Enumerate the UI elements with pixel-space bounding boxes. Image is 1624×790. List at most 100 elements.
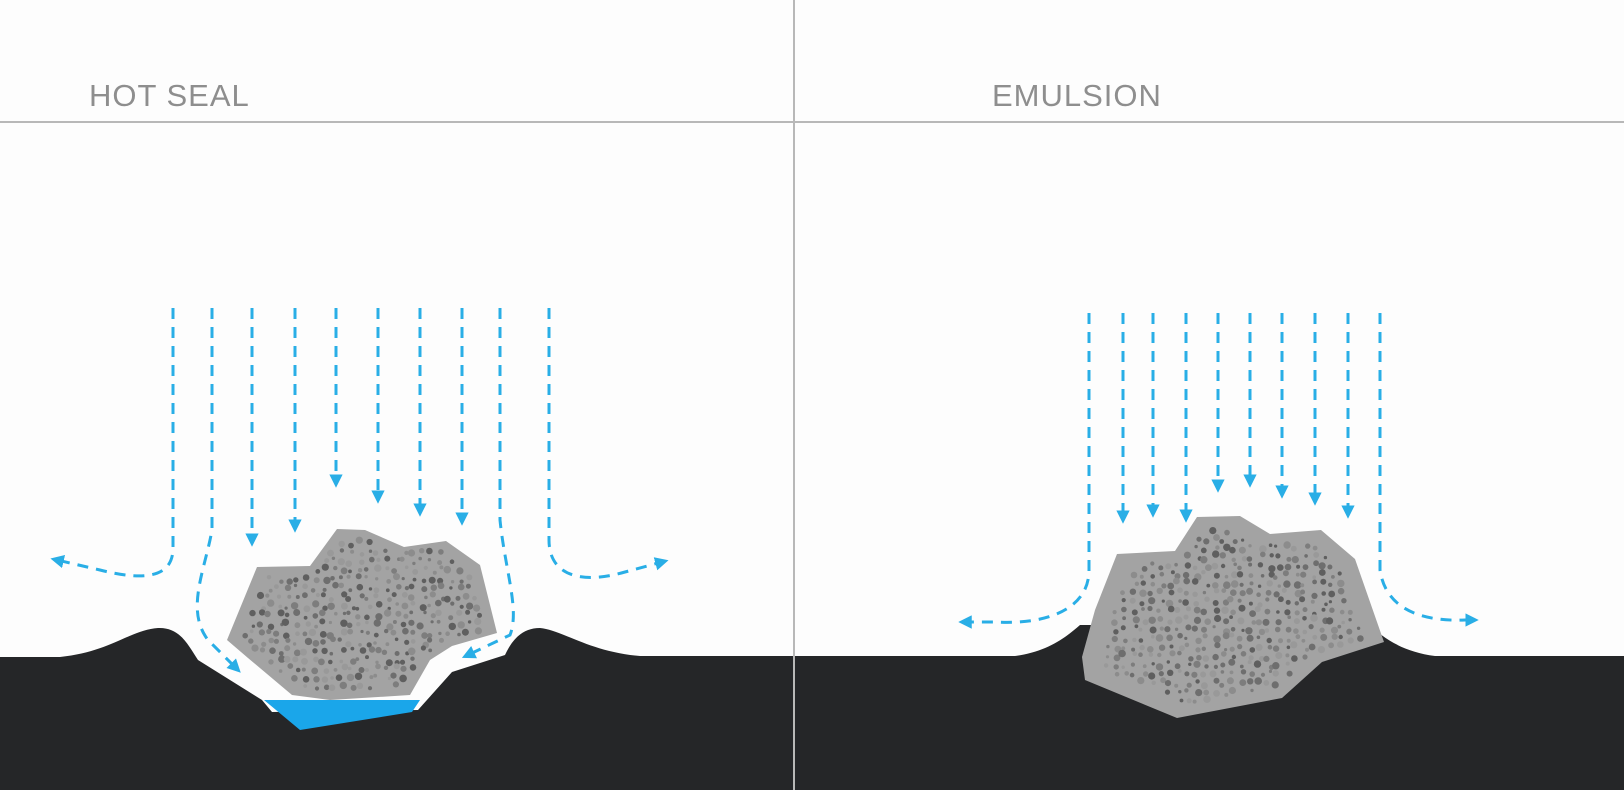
texture-dot: [1121, 606, 1127, 613]
texture-dot: [345, 596, 352, 602]
texture-dot: [1319, 627, 1325, 633]
texture-dot: [1305, 543, 1311, 549]
texture-dot: [1213, 607, 1221, 614]
texture-dot: [1184, 671, 1190, 677]
texture-dot: [302, 676, 310, 683]
texture-dot: [435, 599, 442, 607]
texture-dot: [409, 610, 414, 615]
texture-dot: [340, 619, 348, 627]
texture-dot: [327, 602, 335, 610]
texture-dot: [1227, 596, 1234, 603]
texture-dot: [1105, 655, 1110, 659]
texture-dot: [329, 651, 334, 656]
texture-dot: [373, 632, 379, 638]
texture-dot: [1283, 541, 1291, 549]
texture-dot: [1195, 689, 1203, 697]
texture-dot: [365, 655, 369, 660]
texture-dot: [1241, 628, 1245, 633]
texture-dot: [1260, 551, 1266, 558]
texture-dot: [459, 579, 464, 584]
texture-dot: [1257, 562, 1264, 568]
horizontal-divider: [0, 121, 1624, 123]
texture-dot: [1246, 634, 1254, 642]
texture-dot: [1130, 662, 1135, 667]
texture-dot: [1220, 662, 1226, 668]
texture-dot: [1177, 587, 1183, 593]
texture-dot: [302, 583, 308, 590]
texture-dot: [383, 665, 389, 670]
arrow-deflect-icon: [958, 313, 1479, 629]
texture-dot: [1221, 606, 1229, 614]
texture-dot: [1204, 618, 1211, 625]
texture-dot: [293, 583, 298, 588]
texture-dot: [328, 659, 333, 665]
texture-dot: [1211, 562, 1219, 570]
texture-dot: [251, 644, 259, 652]
texture-dot: [1201, 682, 1208, 690]
texture-dot: [1214, 642, 1221, 649]
texture-dot: [1233, 562, 1237, 567]
texture-dot: [1312, 545, 1318, 551]
texture-dot: [400, 665, 407, 672]
texture-dot: [404, 639, 410, 645]
texture-dot: [1256, 592, 1261, 597]
texture-dot: [1200, 547, 1207, 554]
texture-dot: [1147, 646, 1154, 653]
texture-dot: [1169, 644, 1174, 649]
texture-dot: [1155, 634, 1164, 642]
texture-dot: [1124, 671, 1129, 676]
texture-dot: [373, 593, 379, 599]
texture-dot: [1174, 562, 1178, 567]
texture-dot: [426, 547, 433, 555]
texture-dot: [1284, 563, 1292, 571]
texture-dot: [1192, 591, 1198, 597]
texture-dot: [364, 668, 369, 672]
texture-dot: [457, 621, 465, 629]
texture-dot: [357, 568, 363, 573]
texture-dot: [430, 613, 436, 619]
texture-dot: [1177, 650, 1182, 656]
texture-dot: [1275, 652, 1283, 659]
texture-dot: [437, 560, 443, 566]
texture-dot: [1195, 647, 1201, 653]
texture-dot: [249, 609, 256, 617]
texture-dot: [410, 656, 415, 661]
texture-dot: [1241, 538, 1245, 542]
texture-dot: [1113, 629, 1119, 635]
texture-dot: [1222, 599, 1230, 606]
texture-dot: [348, 542, 354, 549]
texture-dot: [387, 597, 392, 603]
texture-dot: [1285, 599, 1291, 605]
texture-dot: [1221, 651, 1227, 657]
texture-dot: [363, 567, 369, 572]
texture-dot: [1134, 581, 1140, 586]
texture-dot: [266, 628, 272, 635]
texture-dot: [385, 659, 393, 667]
texture-dot: [346, 610, 351, 615]
texture-dot: [423, 610, 427, 615]
texture-dot: [1213, 534, 1220, 541]
texture-dot: [1260, 672, 1266, 677]
texture-dot: [313, 577, 320, 584]
texture-dot: [1248, 562, 1253, 567]
texture-dot: [365, 620, 369, 625]
texture-dot: [437, 577, 444, 585]
texture-dot: [1179, 698, 1184, 703]
texture-dot: [1222, 632, 1230, 640]
texture-dot: [1188, 656, 1194, 662]
aggregate-stone-icon: [1082, 516, 1384, 718]
texture-dot: [261, 641, 267, 647]
texture-dot: [1204, 664, 1209, 669]
texture-dot: [258, 609, 266, 616]
texture-dot: [1139, 589, 1147, 597]
texture-dot: [1140, 580, 1146, 586]
texture-dot: [1228, 686, 1236, 695]
texture-dot: [1272, 662, 1280, 670]
texture-dot: [1159, 571, 1165, 577]
texture-dot: [335, 674, 343, 681]
hot-seal-panel: HOT SEAL: [0, 0, 793, 790]
texture-dot: [1120, 590, 1125, 596]
texture-dot: [1253, 660, 1262, 668]
texture-dot: [404, 586, 409, 591]
texture-dot: [1219, 552, 1226, 559]
